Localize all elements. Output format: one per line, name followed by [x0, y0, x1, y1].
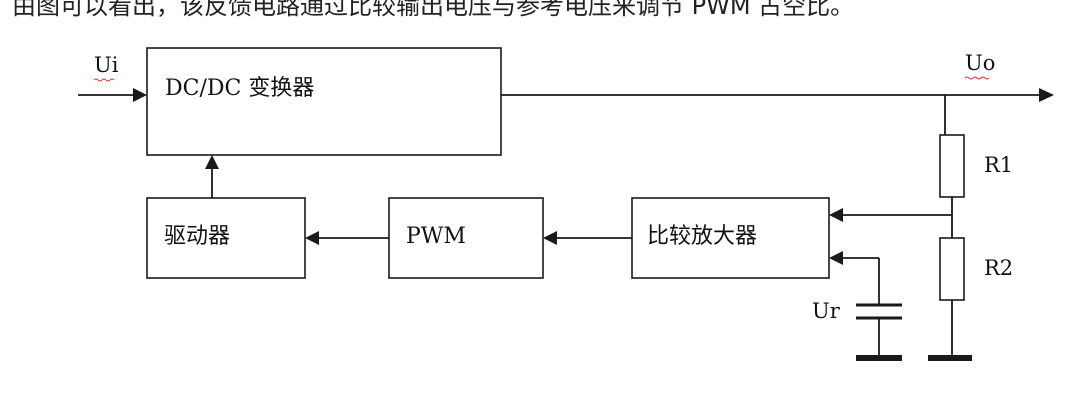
driver-to-converter-line	[205, 155, 219, 198]
pwm-label: PWM	[406, 224, 466, 249]
feedback-line	[829, 208, 952, 222]
converter-label: DC/DC 变换器	[165, 76, 314, 101]
heading-fragment: 由图可以看出，该反馈电路通过比较输出电压与参考电压来调节 PWM 占空比。	[12, 0, 854, 20]
resistor-r2-label: R2	[984, 256, 1013, 280]
comparator-label: 比较放大器	[647, 224, 757, 249]
pwm-to-driver-line	[305, 231, 389, 245]
driver-label: 驱动器	[164, 224, 230, 249]
reference-signal-label: Ur	[812, 299, 841, 323]
output-signal-label: Uo	[965, 51, 995, 75]
comparator-to-pwm-line	[543, 231, 632, 245]
spellcheck-underline-uo	[964, 76, 990, 80]
output-line	[501, 88, 1054, 102]
resistor-r2	[939, 237, 965, 301]
spellcheck-underline-ui	[93, 78, 115, 82]
input-line	[78, 88, 147, 102]
pwm-block: PWM	[388, 197, 544, 279]
reference-network	[829, 251, 902, 361]
resistor-r1-label: R1	[984, 153, 1013, 177]
comparator-block: 比较放大器	[631, 197, 830, 279]
converter-block: DC/DC 变换器	[146, 47, 502, 156]
divider-network	[928, 95, 972, 361]
driver-block: 驱动器	[146, 197, 306, 279]
resistor-r1	[939, 134, 965, 198]
input-signal-label: Ui	[94, 53, 119, 77]
